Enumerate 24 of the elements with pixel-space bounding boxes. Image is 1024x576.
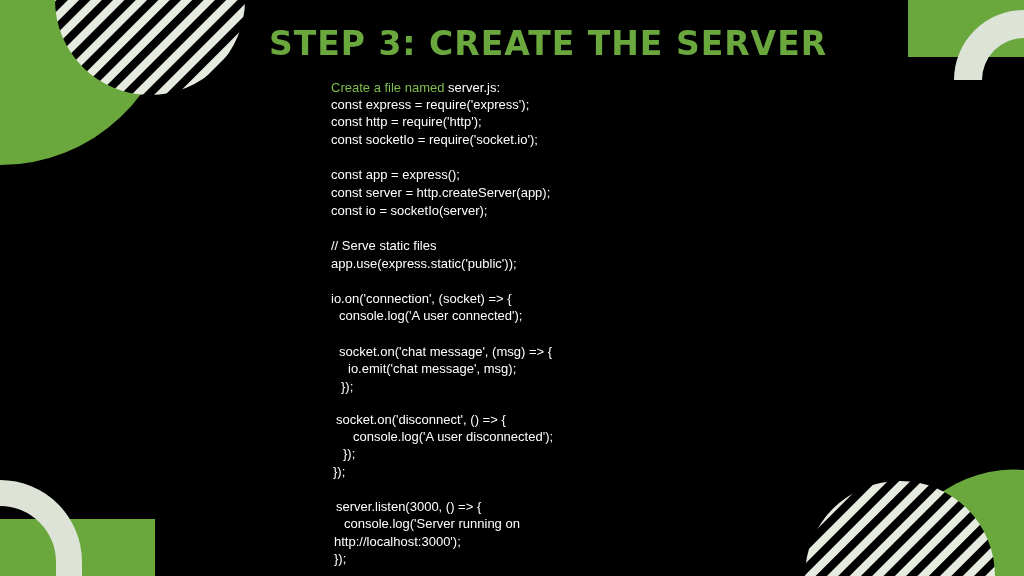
instruction-text: Create a file named: [331, 80, 445, 96]
code-line: const express = require('express');: [331, 97, 530, 113]
code-line: console.log('A user disconnected');: [353, 429, 554, 445]
file-name: server.js:: [448, 80, 500, 96]
code-line: const http = require('http');: [331, 114, 482, 130]
code-line: });: [334, 551, 347, 567]
code-line: const socketIo = require('socket.io');: [331, 132, 538, 148]
code-line: http://localhost:3000');: [334, 534, 461, 550]
code-line: });: [343, 446, 356, 462]
code-line: socket.on('disconnect', () => {: [336, 412, 506, 428]
slide-title: STEP 3: CREATE THE SERVER: [267, 24, 829, 63]
code-line: io.on('connection', (socket) => {: [331, 291, 512, 307]
code-line: });: [333, 464, 346, 480]
code-line: console.log('Server running on: [344, 516, 520, 532]
code-line: // Serve static files: [331, 238, 437, 254]
code-line: });: [341, 379, 354, 395]
code-line: socket.on('chat message', (msg) => {: [339, 344, 553, 360]
code-line: console.log('A user connected');: [339, 308, 523, 324]
code-line: io.emit('chat message', msg);: [348, 361, 517, 377]
code-line: server.listen(3000, () => {: [336, 499, 482, 515]
code-line: const io = socketIo(server);: [331, 203, 488, 219]
code-line: app.use(express.static('public'));: [331, 256, 517, 272]
code-line: const server = http.createServer(app);: [331, 185, 551, 201]
code-line: const app = express();: [331, 167, 460, 183]
